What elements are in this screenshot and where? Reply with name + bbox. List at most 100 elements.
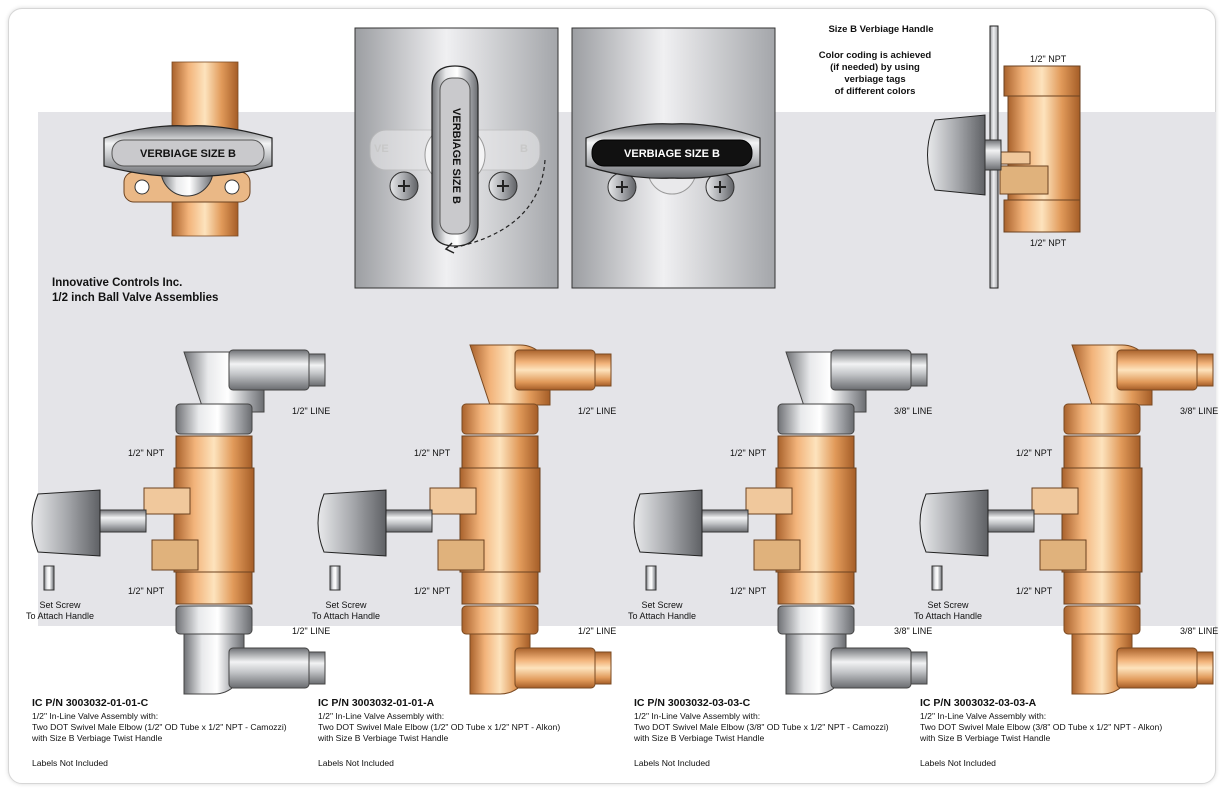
npt-label-top: 1/2" NPT: [414, 448, 451, 458]
bottom-tube-port: [1196, 651, 1214, 685]
stop-tab: [753, 539, 801, 571]
part-number: IC P/N 3003032-01-01-C: [32, 697, 149, 709]
stem-boss: [143, 487, 191, 515]
set-screw-icon: [43, 565, 55, 591]
stop-tab: [437, 539, 485, 571]
body-bottom-hex: [461, 571, 539, 605]
side-npt-bottom: 1/2" NPT: [1030, 238, 1067, 248]
assembly-desc-3: with Size B Verbiage Twist Handle: [634, 733, 765, 743]
npt-label-bottom: 1/2" NPT: [128, 586, 165, 596]
bottom-nut: [461, 605, 539, 635]
stop-tab: [1039, 539, 1087, 571]
top-tube-port: [1196, 353, 1214, 387]
handle-knob: [317, 489, 387, 557]
assembly-desc-1: 1/2" In-Line Valve Assembly with:: [318, 711, 445, 721]
top-nut: [777, 403, 855, 435]
side-npt-top: 1/2" NPT: [1030, 54, 1067, 64]
set-screw-label: Set Screw: [39, 600, 81, 610]
line-label-bottom: 3/8" LINE: [894, 626, 933, 636]
npt-label-bottom: 1/2" NPT: [1016, 586, 1053, 596]
note-line-2: (if needed) by using: [830, 62, 920, 73]
handle-stem: [385, 509, 433, 533]
top-tube-port: [594, 353, 612, 387]
bottom-nut: [175, 605, 253, 635]
assembly-desc-2: Two DOT Swivel Male Elbow (3/8" OD Tube …: [634, 722, 889, 732]
npt-label-top: 1/2" NPT: [128, 448, 165, 458]
handle-stem: [987, 509, 1035, 533]
set-screw-icon: [329, 565, 341, 591]
company-title: Innovative Controls Inc. 1/2 inch Ball V…: [52, 276, 218, 306]
valve-assembly-3: [633, 349, 928, 695]
body-bottom-hex: [1063, 571, 1141, 605]
line-label-top: 1/2" LINE: [292, 406, 331, 416]
set-screw-label: Set Screw: [641, 600, 683, 610]
line-label-top: 1/2" LINE: [578, 406, 617, 416]
handle-knob: [633, 489, 703, 557]
color-coding-note: Color coding is achieved (if needed) by …: [800, 50, 950, 98]
valve-assembly-4: [919, 344, 1214, 695]
assembly-desc-1: 1/2" In-Line Valve Assembly with:: [634, 711, 761, 721]
body-top-hex: [1063, 435, 1141, 469]
assembly-desc-1: 1/2" In-Line Valve Assembly with:: [32, 711, 159, 721]
black-tag-plate: [571, 27, 776, 289]
line-label-bottom: 1/2" LINE: [578, 626, 617, 636]
line-label-bottom: 1/2" LINE: [292, 626, 331, 636]
stem-boss: [745, 487, 793, 515]
part-number: IC P/N 3003032-03-03-A: [920, 697, 1037, 709]
valve-assembly-2: [317, 344, 612, 695]
body-top-hex: [777, 435, 855, 469]
bottom-nut: [777, 605, 855, 635]
set-screw-label-2: To Attach Handle: [913, 611, 983, 621]
bottom-elbow-outlet: [228, 647, 310, 689]
top-elbow-outlet: [1116, 349, 1198, 391]
top-tube-port: [910, 353, 928, 387]
line-label-top: 3/8" LINE: [1180, 406, 1219, 416]
handle-knob: [919, 489, 989, 557]
top-nut: [461, 403, 539, 435]
set-screw-icon: [645, 565, 657, 591]
black-tag-label: VERBIAGE SIZE B: [624, 148, 720, 160]
note-line-1: Color coding is achieved: [818, 50, 932, 61]
body-top-hex: [461, 435, 539, 469]
ghost-label-left: VE: [374, 143, 389, 155]
handle-title: Size B Verbiage Handle: [828, 24, 934, 35]
set-screw-icon: [931, 565, 943, 591]
assembly-desc-2: Two DOT Swivel Male Elbow (1/2" OD Tube …: [318, 722, 561, 732]
assembly-desc-3: with Size B Verbiage Twist Handle: [32, 733, 163, 743]
bottom-tube-port: [308, 651, 326, 685]
line-label-top: 3/8" LINE: [894, 406, 933, 416]
set-screw-label-2: To Attach Handle: [25, 611, 95, 621]
npt-label-top: 1/2" NPT: [730, 448, 767, 458]
top-tube-port: [308, 353, 326, 387]
part-number: IC P/N 3003032-03-03-C: [634, 697, 751, 709]
labels-note: Labels Not Included: [32, 758, 108, 768]
handle-stem: [701, 509, 749, 533]
body-bottom-hex: [777, 571, 855, 605]
ghost-label-right: B: [520, 143, 528, 155]
note-line-3: verbiage tags: [844, 74, 906, 85]
bottom-elbow-outlet: [514, 647, 596, 689]
bottom-tube-port: [910, 651, 928, 685]
npt-label-top: 1/2" NPT: [1016, 448, 1053, 458]
set-screw-label: Set Screw: [927, 600, 969, 610]
npt-label-bottom: 1/2" NPT: [414, 586, 451, 596]
labels-note: Labels Not Included: [318, 758, 394, 768]
body-top-hex: [175, 435, 253, 469]
top-elbow-outlet: [830, 349, 912, 391]
set-screw-label: Set Screw: [325, 600, 367, 610]
side-view-valve: [927, 25, 1081, 289]
stem-boss: [1031, 487, 1079, 515]
top-elbow-outlet: [514, 349, 596, 391]
set-screw-label-2: To Attach Handle: [311, 611, 381, 621]
part-number: IC P/N 3003032-01-01-A: [318, 697, 435, 709]
assembly-desc-2: Two DOT Swivel Male Elbow (3/8" OD Tube …: [920, 722, 1163, 732]
top-nut: [175, 403, 253, 435]
note-line-4: of different colors: [834, 86, 916, 97]
front-view-valve: [103, 61, 273, 237]
bottom-nut: [1063, 605, 1141, 635]
stem-boss: [429, 487, 477, 515]
bottom-elbow-outlet: [1116, 647, 1198, 689]
labels-note: Labels Not Included: [634, 758, 710, 768]
bottom-tube-port: [594, 651, 612, 685]
front-handle-label: VERBIAGE SIZE B: [140, 148, 236, 160]
